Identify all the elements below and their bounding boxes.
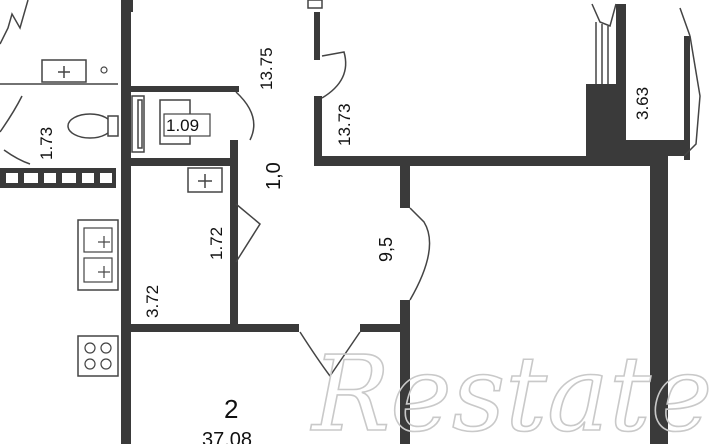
wall-right-block	[586, 4, 684, 444]
sink-icon	[187, 167, 223, 193]
left-door-arc-2	[3, 149, 31, 165]
wall-corridor-vertical-top	[400, 166, 410, 208]
label-area-9-5: 9,5	[376, 237, 396, 262]
corridor-door-arc	[409, 207, 431, 301]
bath-fixture-box-inner	[137, 99, 143, 149]
label-area-1-73: 1.73	[37, 127, 56, 160]
label-room-number: 2	[224, 394, 238, 424]
wall-bath-top	[121, 86, 239, 92]
balcony-outline	[591, 3, 617, 28]
label-area-37-08: 37.08	[202, 429, 252, 444]
label-area-3-63: 3.63	[633, 87, 652, 120]
wall-corridor-vertical-bottom	[400, 300, 410, 444]
wall-top-room-left	[314, 96, 322, 166]
watermark: Restate	[310, 333, 712, 444]
kitchen-door-arc	[235, 203, 261, 263]
bath-door-arc	[235, 91, 255, 141]
bottom-door-arc	[299, 331, 361, 378]
wall-top-left-a	[121, 0, 133, 12]
wall-kitchen-right-top	[230, 196, 238, 202]
bath-fixture-box	[131, 95, 145, 153]
wall-middle-horizontal	[314, 156, 594, 166]
label-area-13-75: 13.75	[257, 47, 276, 90]
label-area-1-09: 1.09	[166, 116, 199, 135]
left-door-arc	[0, 95, 23, 133]
top-room-door-arc	[321, 51, 347, 99]
top-marker	[307, 0, 323, 9]
top-left-room-outline	[0, 0, 29, 45]
wall-bath-right	[230, 140, 238, 166]
right-room-thin	[679, 7, 691, 37]
label-area-3-72: 3.72	[143, 285, 162, 318]
wall-kitchen-bottom	[131, 324, 299, 332]
wall-far-right	[684, 36, 690, 160]
wall-kitchen-bottom-right	[360, 324, 408, 332]
stove-icon	[77, 335, 119, 377]
window-strip	[6, 173, 112, 183]
thin-lines	[0, 0, 701, 378]
label-area-13-73: 13.73	[335, 103, 354, 146]
washbasin-icon	[41, 59, 108, 83]
label-area-1-72: 1.72	[207, 227, 226, 260]
wall-left-main	[121, 0, 131, 444]
wall-kitchen-right	[230, 166, 238, 326]
wall-top-room-left-upper	[314, 12, 320, 60]
balcony-right-edge	[683, 35, 701, 157]
double-sink-icon	[77, 219, 119, 291]
walls	[0, 0, 690, 444]
wall-bath-bottom	[121, 158, 233, 166]
label-area-1-0: 1,0	[263, 162, 285, 190]
label-area-1-09-box: 1.09	[163, 113, 211, 137]
